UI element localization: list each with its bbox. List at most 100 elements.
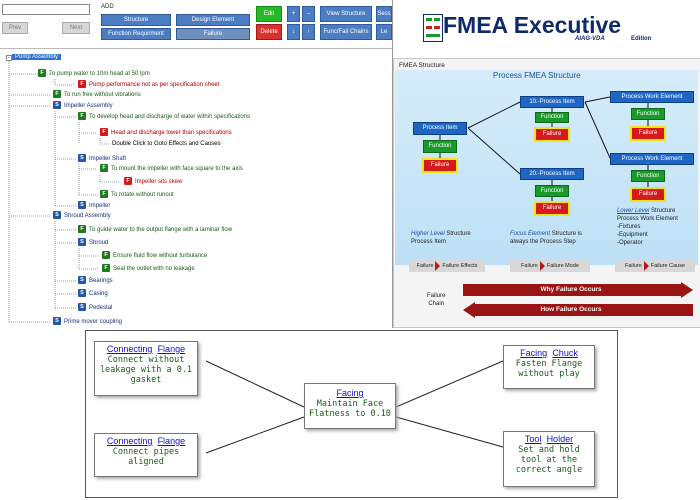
node-link[interactable]: Tool [524, 434, 542, 444]
view-structure-button[interactable]: View Structure [320, 6, 372, 22]
function-node[interactable]: Connecting Flange Connect without leakag… [94, 341, 198, 396]
process-work-element-box: Process Work Element [610, 91, 694, 103]
function-icon: F [53, 90, 61, 99]
function-node[interactable]: Facing Chuck Fasten Flange without play [503, 345, 595, 389]
function-icon: F [78, 112, 86, 121]
func-fail-chains-button[interactable]: Func/Fail Chains [320, 24, 372, 40]
expand-button[interactable]: + [287, 6, 300, 22]
structure-icon: S [53, 317, 61, 326]
goto-effects-hint[interactable]: Double Click to Goto Effects and Causes [112, 139, 221, 149]
higher-level-em: Higher Level [411, 231, 445, 237]
tree-node-label: To mount the impeller with face square t… [111, 166, 243, 172]
function-box: Function [535, 185, 569, 197]
search-input[interactable] [2, 4, 90, 15]
add-design-element-button[interactable]: Design Element [176, 14, 250, 26]
hint-label: Double Click to Goto Effects and Causes [112, 141, 221, 147]
tag-label: Failure Mode [546, 263, 579, 269]
tree-node-label: Prime mover coupling [64, 319, 123, 325]
structure-icon: S [53, 211, 61, 220]
fmea-structure-panel: FMEA Executive AIAG-VDA Edition FMEA Str… [392, 0, 700, 328]
failure-box: Failure [534, 127, 570, 142]
node-link[interactable]: Facing [520, 348, 548, 358]
logo-area: FMEA Executive AIAG-VDA Edition [393, 0, 700, 58]
prev-button[interactable]: Prev [2, 22, 28, 34]
tree-connector-lines [8, 61, 120, 323]
function-box: Function [631, 108, 665, 120]
node-link[interactable]: Facing [336, 388, 364, 398]
add-structure-button[interactable]: Structure [101, 14, 171, 26]
collapse-toggle[interactable]: − [6, 55, 12, 61]
failure-chain-arrows [463, 282, 693, 318]
lower-level-line3: -Fixtures [617, 224, 641, 230]
arrow-right-icon [643, 260, 649, 271]
failure-icon: F [100, 128, 108, 137]
function-icon: F [78, 225, 86, 234]
higher-level-caption: Higher Level Structure Process Item [411, 230, 471, 246]
collapse-button[interactable]: – [302, 6, 315, 22]
add-failure-button[interactable]: Failure [176, 28, 250, 40]
function-node[interactable]: Connecting Flange Connect pipes aligned [94, 433, 198, 477]
function-icon: F [102, 264, 110, 273]
node-link[interactable]: Chuck [552, 348, 578, 358]
node-link[interactable]: Flange [157, 344, 186, 354]
node-text: Maintain Face Flatness to 0.10 [309, 399, 391, 419]
tree-node-label: To run free without vibrations [64, 92, 141, 98]
node-link[interactable]: Holder [546, 434, 574, 444]
tree-node-label: Ensure fluid flow without turbulance [113, 253, 208, 259]
tree-node-label: Casing [89, 291, 108, 297]
tag-failure: Failure [624, 263, 642, 269]
node-link[interactable]: Flange [157, 436, 186, 446]
delete-button[interactable]: Delete [256, 24, 282, 40]
session-button[interactable]: Sess [376, 6, 392, 22]
structure-icon: S [78, 154, 86, 163]
edit-button[interactable]: Edit [256, 6, 282, 22]
function-node-focus[interactable]: Facing Maintain Face Flatness to 0.10 [304, 383, 396, 429]
tree-node-pump-assembly[interactable]: Pump Assembly [12, 52, 62, 62]
tree-node-label: Seal the outlet with no leakage [113, 266, 195, 272]
function-net-diagram: Connecting Flange Connect without leakag… [85, 330, 618, 498]
lower-level-em: Lower Level [617, 208, 650, 214]
toolbar: Prev Next ADD Structure Design Element F… [0, 0, 392, 44]
level-button[interactable]: Le [376, 24, 392, 40]
move-up-button[interactable]: ↑ [302, 24, 315, 40]
structure-header: FMEA Structure [399, 62, 445, 69]
add-label: ADD [101, 4, 114, 10]
failure-box: Failure [630, 187, 666, 202]
function-icon: F [38, 69, 46, 78]
higher-level-line2: Process Item [411, 239, 447, 245]
add-function-button[interactable]: Function Requirment [101, 28, 171, 40]
function-node[interactable]: Tool Holder Set and hold tool at the cor… [503, 431, 595, 487]
why-failure-occurs-label: Why Failure Occurs [540, 286, 602, 293]
structure-connectors [439, 96, 649, 201]
node-link[interactable]: Connecting [106, 344, 153, 354]
move-down-button[interactable]: ↓ [287, 24, 300, 40]
next-button[interactable]: Next [62, 22, 90, 34]
process-item-box: Process Item [413, 122, 467, 135]
diagram-banner: Process FMEA Structure [493, 71, 581, 80]
lower-level-line2: Process Work Element [617, 216, 678, 222]
node-link[interactable]: Connecting [106, 436, 153, 446]
function-icon: F [102, 251, 110, 260]
failure-chain-label: Failure Chain [427, 292, 445, 308]
